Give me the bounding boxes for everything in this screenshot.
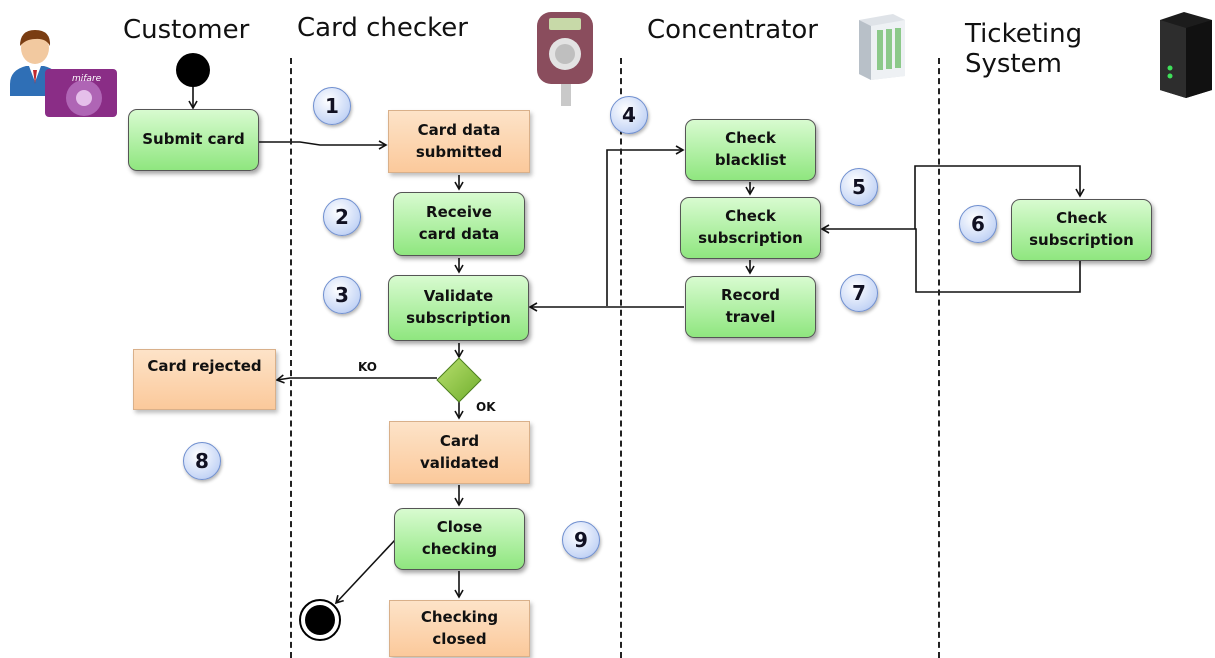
lane-ticketing-line1: Ticketing (965, 19, 1083, 49)
validate-subscription-node: Validate subscription (388, 275, 529, 341)
edge-ts-conc-return (820, 224, 1081, 293)
validate-subscription-line1: Validate (423, 287, 494, 306)
submit-card-label: Submit card (142, 130, 245, 149)
edge-validate-blacklist (606, 145, 685, 306)
close-checking-line1: Close (436, 518, 483, 537)
record-travel-line1: Record (720, 286, 781, 305)
check-blacklist-line1: Check (725, 129, 776, 148)
validate-subscription-line2: subscription (406, 309, 511, 327)
check-subscription-concentrator-line1: Check (725, 207, 776, 226)
step-badge-2: 2 (323, 198, 361, 236)
submit-card-node: Submit card (128, 109, 259, 171)
step-badge-7: 7 (840, 274, 878, 312)
decision-diamond (436, 357, 482, 403)
lane-divider-2 (620, 58, 622, 658)
check-subscription-ticketing-node: Check subscription (1011, 199, 1152, 261)
card-validated-line2: validated (419, 453, 500, 472)
card-data-submitted-line2: submitted (415, 142, 503, 161)
lane-card-checker-title: Card checker (297, 13, 468, 43)
close-checking-line2: checking (421, 540, 498, 558)
lane-ticketing-line2: System (965, 48, 1062, 79)
lane-concentrator-title: Concentrator (647, 15, 818, 45)
edge-conc-ts-loop (914, 165, 1085, 229)
receive-card-data-node: Receive card data (393, 192, 525, 256)
edge-decision-rejected (275, 374, 437, 384)
edge-submit-carddata (258, 140, 388, 150)
check-subscription-ticketing-line1: Check (1056, 209, 1107, 228)
concentrator-server-icon (859, 14, 905, 80)
card-validated-line1: Card (439, 431, 480, 450)
edge-close-end (334, 539, 396, 605)
lane-divider-1 (290, 58, 292, 658)
mifare-card-icon: mifare (45, 69, 117, 117)
lane-customer-title: Customer (123, 15, 250, 45)
checking-closed-line2: closed (432, 629, 487, 648)
end-node-icon (299, 599, 341, 641)
card-reader-icon (537, 12, 593, 106)
check-blacklist-line2: blacklist (714, 151, 787, 169)
record-travel-node: Record travel (685, 276, 816, 338)
step-badge-5: 5 (840, 168, 878, 206)
card-validated-node: Card validated (389, 421, 530, 484)
ticketing-server-icon (1160, 12, 1212, 98)
receive-card-data-line1: Receive (426, 203, 492, 222)
start-node-icon (176, 53, 210, 87)
card-rejected-node: Card rejected (133, 349, 276, 410)
step-badge-9: 9 (562, 521, 600, 559)
svg-text:mifare: mifare (72, 74, 102, 84)
check-subscription-concentrator-line2: subscription (698, 229, 803, 247)
card-rejected-label: Card rejected (147, 357, 262, 375)
ko-label: KO (358, 360, 377, 374)
checking-closed-line1: Checking (420, 607, 499, 626)
ok-label: OK (476, 400, 496, 414)
step-badge-4: 4 (610, 96, 648, 134)
check-subscription-concentrator-node: Check subscription (680, 197, 821, 259)
check-subscription-ticketing-line2: subscription (1029, 231, 1134, 249)
step-badge-1: 1 (313, 87, 351, 125)
close-checking-node: Close checking (394, 508, 525, 570)
step-badge-6: 6 (959, 205, 997, 243)
checking-closed-node: Checking closed (389, 600, 530, 657)
lane-divider-3 (938, 58, 940, 658)
receive-card-data-line2: card data (418, 225, 500, 243)
record-travel-line2: travel (725, 308, 776, 326)
check-blacklist-node: Check blacklist (685, 119, 816, 181)
card-data-submitted-node: Card data submitted (388, 110, 530, 173)
step-badge-3: 3 (323, 276, 361, 314)
lane-ticketing-title: Ticketing System (965, 19, 1083, 80)
card-data-submitted-line1: Card data (417, 120, 501, 139)
step-badge-8: 8 (183, 442, 221, 480)
